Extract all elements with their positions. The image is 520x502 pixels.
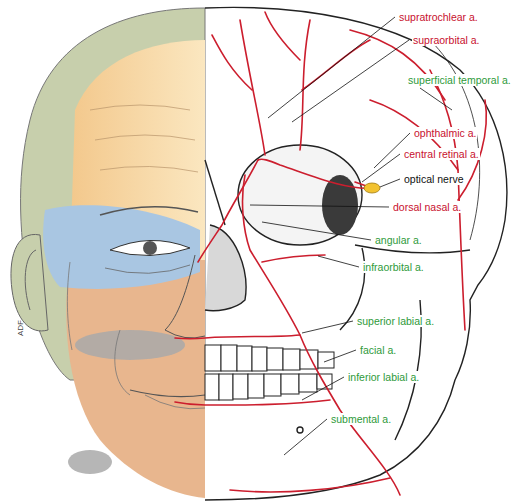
artist-signature: ADF bbox=[15, 319, 27, 337]
artery-label: superior labial a. bbox=[356, 315, 435, 327]
artery-label: facial a. bbox=[359, 344, 397, 356]
face-half bbox=[11, 8, 205, 498]
optic-nerve bbox=[364, 183, 380, 193]
artery-label: ophthalmic a. bbox=[413, 127, 477, 139]
artery-label: inferior labial a. bbox=[347, 371, 420, 383]
artery-label: submental a. bbox=[330, 413, 392, 425]
artery-label: dorsal nasal a. bbox=[392, 201, 462, 213]
artery-label: supratrochlear a. bbox=[398, 11, 479, 23]
artery-label: central retinal a. bbox=[403, 148, 480, 160]
artery-label: superficial temporal a. bbox=[407, 74, 512, 86]
artery-label: supraorbital a. bbox=[412, 34, 481, 46]
artery-label: angular a. bbox=[374, 234, 423, 246]
artery-label: optical nerve bbox=[403, 173, 465, 185]
artery-label: infraorbital a. bbox=[362, 261, 425, 273]
